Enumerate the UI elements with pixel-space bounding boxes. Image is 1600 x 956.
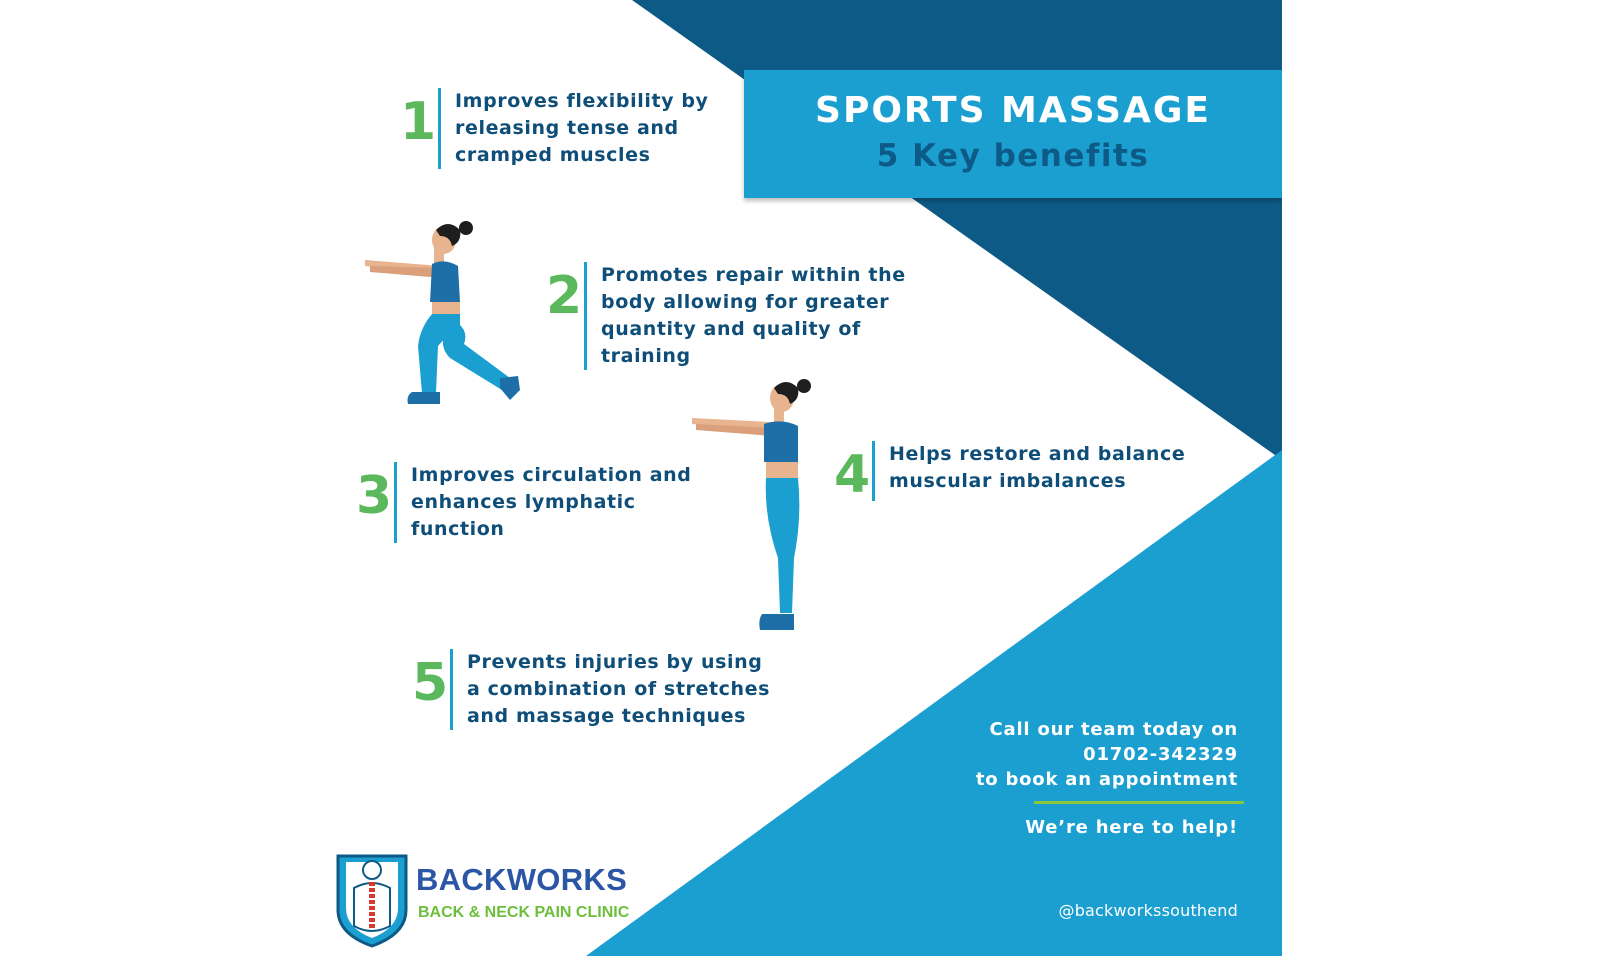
benefit-line: a combination of stretches — [467, 678, 771, 700]
phone-number: 01702-342329 — [1083, 744, 1238, 765]
divider — [450, 649, 453, 730]
benefit-line: Prevents injuries by using — [467, 651, 763, 673]
contact-line: Call our team today on — [989, 719, 1238, 740]
benefit-number: 4 — [834, 445, 871, 505]
divider — [584, 262, 587, 370]
benefit-line: Improves circulation and — [411, 464, 692, 486]
clinic-logo: BACKWORKS BACK & NECK PAIN CLINIC — [332, 848, 632, 948]
benefit-number: 1 — [400, 92, 437, 152]
benefit-1: 1 Improves flexibility by releasing tens… — [400, 88, 709, 169]
benefit-number: 2 — [546, 266, 583, 326]
benefit-line: releasing tense and — [455, 117, 679, 139]
benefit-number: 5 — [412, 653, 449, 713]
benefit-2: 2 Promotes repair within the body allowi… — [546, 262, 906, 370]
benefit-3: 3 Improves circulation and enhances lymp… — [356, 462, 692, 543]
page-subtitle: 5 Key benefits — [876, 138, 1150, 174]
divider — [872, 441, 875, 501]
title-band: SPORTS MASSAGE 5 Key benefits — [744, 70, 1282, 198]
benefit-text: Improves circulation and enhances lympha… — [411, 462, 692, 543]
benefit-line: quantity and quality of — [601, 318, 861, 340]
benefit-line: Improves flexibility by — [455, 90, 709, 112]
benefit-text: Promotes repair within the body allowing… — [601, 262, 906, 370]
contact-divider — [1034, 801, 1244, 804]
social-handle: @backworkssouthend — [1058, 901, 1238, 920]
benefit-line: enhances lymphatic — [411, 491, 636, 513]
benefit-text: Prevents injuries by using a combination… — [467, 649, 770, 730]
benefit-number: 3 — [356, 466, 393, 526]
spine-shield-logo-icon — [336, 854, 408, 948]
benefit-line: muscular imbalances — [889, 470, 1127, 492]
benefit-line: and massage techniques — [467, 705, 747, 727]
benefit-line: body allowing for greater — [601, 291, 890, 313]
page-title: SPORTS MASSAGE — [815, 90, 1211, 131]
benefit-line: training — [601, 345, 691, 367]
logo-tagline: BACK & NECK PAIN CLINIC — [418, 904, 630, 921]
bright-blue-triangle — [586, 450, 1282, 956]
benefit-line: Helps restore and balance — [889, 443, 1186, 465]
benefit-4: 4 Helps restore and balance muscular imb… — [834, 441, 1185, 501]
benefit-line: function — [411, 518, 505, 540]
benefit-line: cramped muscles — [455, 144, 651, 166]
divider — [394, 462, 397, 543]
help-text: We’re here to help! — [1025, 817, 1238, 838]
logo-name: BACKWORKS — [416, 862, 628, 897]
standing-squat-figure-icon — [692, 379, 811, 630]
benefit-5: 5 Prevents injuries by using a combinati… — [412, 649, 770, 730]
contact-line: to book an appointment — [975, 769, 1238, 790]
contact-block: Call our team today on 01702-342329 to b… — [976, 717, 1238, 792]
infographic-poster: SPORTS MASSAGE 5 Key benefits 1 Improves… — [332, 0, 1282, 956]
divider — [438, 88, 441, 169]
lunge-figure-icon — [365, 221, 520, 404]
benefit-line: Promotes repair within the — [601, 264, 906, 286]
benefit-text: Helps restore and balance muscular imbal… — [889, 441, 1185, 495]
benefit-text: Improves flexibility by releasing tense … — [455, 88, 709, 169]
